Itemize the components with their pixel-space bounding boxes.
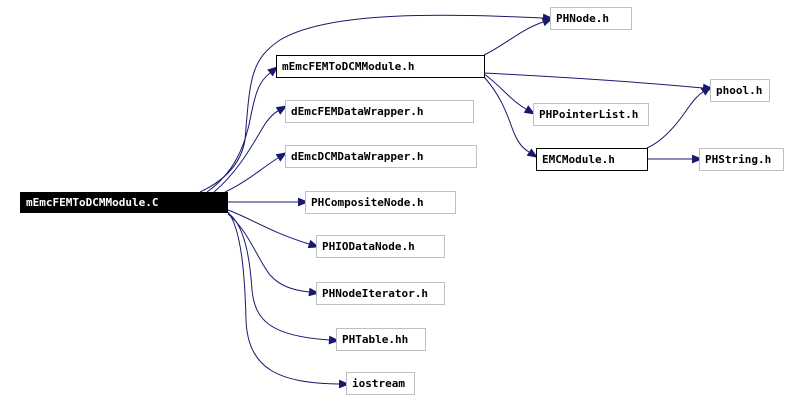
node-emcmodule[interactable]: EMCModule.h	[536, 148, 648, 171]
node-phnode[interactable]: PHNode.h	[550, 7, 632, 30]
edge-line	[227, 209, 310, 245]
node-box	[20, 192, 228, 213]
edge-line	[483, 21, 544, 56]
edge-line	[646, 91, 704, 149]
node-phcomposite[interactable]: PHCompositeNode.h	[305, 191, 456, 214]
node-box	[316, 235, 445, 258]
edge-root-to-femwrap	[213, 105, 288, 193]
node-label: dEmcDCMDataWrapper.h	[291, 150, 423, 163]
node-box	[533, 103, 649, 126]
node-label: mEmcFEMToDCMModule.C	[26, 196, 158, 209]
node-label: mEmcFEMToDCMModule.h	[282, 60, 414, 73]
node-modh[interactable]: mEmcFEMToDCMModule.h	[276, 55, 485, 78]
edge-root-to-dcmwrap	[224, 152, 288, 193]
edge-line	[227, 211, 340, 385]
node-label: PHIODataNode.h	[322, 240, 415, 253]
node-label: PHString.h	[705, 153, 771, 166]
edge-line	[227, 213, 310, 293]
node-phiodata[interactable]: PHIODataNode.h	[316, 235, 445, 258]
edge-line	[206, 72, 271, 193]
node-phnodeiter[interactable]: PHNodeIterator.h	[316, 282, 445, 305]
edge-root-to-phtable	[227, 212, 340, 345]
node-box	[550, 7, 632, 30]
node-box	[336, 328, 426, 351]
node-phptrlist[interactable]: PHPointerList.h	[533, 103, 649, 126]
node-label: dEmcFEMDataWrapper.h	[291, 105, 423, 118]
node-label: PHPointerList.h	[539, 108, 638, 121]
arrowhead	[298, 197, 309, 207]
node-root[interactable]: mEmcFEMToDCMModule.C	[20, 192, 228, 213]
edge-modh-to-phnode	[483, 17, 554, 56]
nodes-layer: mEmcFEMToDCMModule.C PHNode.h mEmcFEMToDCM…	[20, 7, 784, 395]
node-label: PHCompositeNode.h	[311, 196, 424, 209]
edge-modh-to-phool	[483, 72, 714, 93]
edge-line	[483, 76, 530, 153]
node-label: PHNode.h	[556, 12, 609, 25]
node-box	[285, 145, 477, 168]
node-femwrap[interactable]: dEmcFEMDataWrapper.h	[285, 100, 474, 123]
edge-emcmodule-to-phool	[646, 85, 712, 149]
edge-line	[213, 110, 279, 193]
edge-root-to-modh	[206, 66, 279, 193]
node-phstring[interactable]: PHString.h	[699, 148, 784, 171]
arrowhead	[267, 66, 279, 77]
edge-modh-to-emcmodule	[483, 76, 539, 158]
edge-line	[483, 72, 704, 89]
arrowhead	[275, 105, 288, 115]
edge-root-to-phcomposite	[228, 197, 309, 207]
node-box	[276, 55, 485, 78]
edge-root-to-phiodata	[227, 209, 320, 249]
arrowhead	[700, 85, 712, 96]
edge-modh-to-phptrlist	[483, 73, 536, 115]
arrowhead	[541, 17, 554, 27]
node-phtable[interactable]: PHTable.hh	[336, 328, 426, 351]
edge-line	[224, 157, 279, 193]
edge-root-to-iostream	[227, 211, 350, 389]
node-box	[710, 79, 770, 102]
node-dcmwrap[interactable]: dEmcDCMDataWrapper.h	[285, 145, 477, 168]
edge-emcmodule-to-phstring	[647, 154, 703, 164]
arrowhead	[692, 154, 703, 164]
edge-line	[483, 73, 527, 110]
node-iostream[interactable]: iostream	[346, 372, 415, 395]
arrowhead	[338, 379, 350, 389]
node-box	[285, 100, 474, 123]
node-box	[346, 372, 415, 395]
node-label: phool.h	[716, 84, 762, 97]
node-box	[316, 282, 445, 305]
node-phool[interactable]: phool.h	[710, 79, 770, 102]
node-label: EMCModule.h	[542, 153, 615, 166]
edge-line	[227, 212, 330, 341]
arrowhead	[275, 152, 288, 162]
arrowhead	[308, 287, 320, 297]
node-box	[536, 148, 648, 171]
node-box	[305, 191, 456, 214]
node-label: PHNodeIterator.h	[322, 287, 428, 300]
arrowhead	[526, 148, 539, 158]
edge-root-to-phnodeiter	[227, 213, 320, 297]
arrowhead	[523, 105, 536, 115]
edges-layer	[199, 13, 714, 389]
node-label: PHTable.hh	[342, 333, 408, 346]
node-label: iostream	[352, 377, 405, 390]
node-box	[699, 148, 784, 171]
edge-line	[199, 14, 544, 193]
arrowhead	[328, 335, 340, 345]
arrowhead	[307, 239, 320, 249]
